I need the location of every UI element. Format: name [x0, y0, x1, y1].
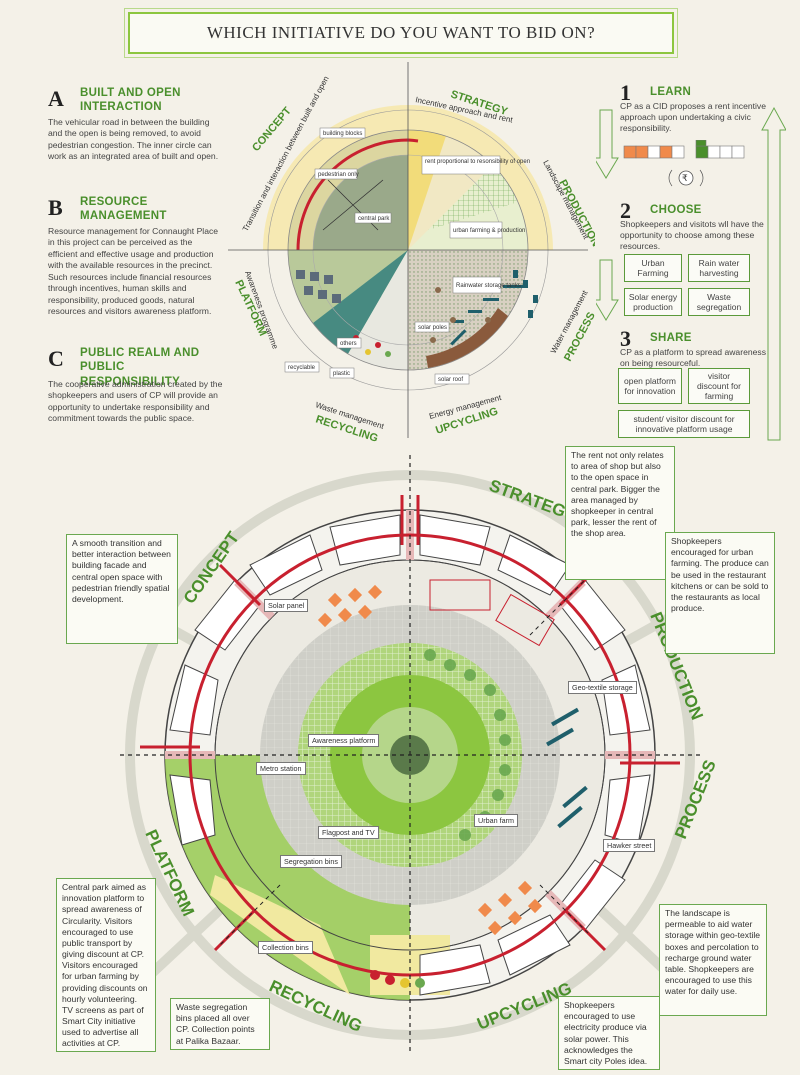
- top-circle-diagram: building blocks pedestrian only central …: [228, 62, 595, 445]
- option-student-discount[interactable]: student/ visitor discount for innovative…: [618, 410, 750, 438]
- section-body: The cooperative administration created b…: [48, 379, 223, 424]
- option-waste-segregation[interactable]: Waste segregation: [688, 288, 750, 316]
- step-heading: SHARE: [650, 332, 692, 344]
- step-body: CP as a CID proposes a rent incentive ap…: [620, 101, 767, 134]
- section-letter: B: [48, 195, 63, 220]
- site-plan-diagram: STRATEGY PRODUCTION PROCESS UPCYCLING RE…: [120, 455, 720, 1055]
- plan-label-collection-bins: Collection bins: [258, 941, 313, 954]
- option-visitor-discount[interactable]: visitor discount for farming: [688, 368, 750, 404]
- note-recycling: Waste segregation bins placed all over C…: [170, 998, 270, 1050]
- title-box: WHICH INITIATIVE DO YOU WANT TO BID ON?: [128, 12, 674, 54]
- step-number: 1: [620, 80, 631, 105]
- plan-label-awareness-platform: Awareness platform: [308, 734, 380, 747]
- plan-label-hawker-street: Hawker street: [603, 839, 656, 852]
- section-body: The vehicular road in between the buildi…: [48, 117, 219, 162]
- step-number: 2: [620, 198, 631, 223]
- big-cat-process: PROCESS: [671, 757, 720, 841]
- option-solar-energy[interactable]: Solar energy production: [624, 288, 682, 316]
- note-upcycling: Shopkeepers encouraged to use electricit…: [558, 996, 660, 1070]
- label-plastic: plastic: [333, 371, 350, 377]
- plan-label-solar-panel: Solar panel: [264, 599, 309, 612]
- note-production: Shopkeepers encouraged for urban farming…: [665, 532, 775, 654]
- label-solar-roof: solar roof: [438, 377, 463, 383]
- section-body: Resource management for Connaught Place …: [48, 226, 219, 316]
- rent-incentive-graphic: ₹: [623, 140, 745, 187]
- note-concept: A smooth transition and better interacti…: [66, 534, 178, 644]
- page-title: WHICH INITIATIVE DO YOU WANT TO BID ON?: [206, 23, 596, 42]
- label-urban-farming: urban farming & production: [453, 228, 525, 234]
- label-others: others: [340, 341, 357, 347]
- label-building-blocks: building blocks: [323, 131, 362, 137]
- step-number: 3: [620, 326, 631, 351]
- note-process: The landscape is permeable to aid water …: [659, 904, 767, 1016]
- plan-label-segregation-bins: Segregation bins: [280, 855, 342, 868]
- plan-label-metro-station: Metro station: [256, 762, 306, 775]
- plan-label-flagpost-tv: Flagpost and TV: [318, 826, 379, 839]
- note-strategy: The rent not only relates to area of sho…: [565, 446, 675, 580]
- section-letter: A: [48, 86, 64, 111]
- plan-label-geo-textile: Geo-textile storage: [568, 681, 637, 694]
- option-urban-farming[interactable]: Urban Farming: [624, 254, 682, 282]
- label-solar-poles: solar poles: [418, 325, 447, 331]
- label-recyclable: recyclable: [288, 365, 316, 371]
- note-platform: Central park aimed as innovation platfor…: [56, 878, 156, 1052]
- label-central-park: central park: [358, 216, 390, 222]
- section-letter: C: [48, 346, 64, 371]
- plan-label-urban-farm: Urban farm: [474, 814, 518, 827]
- step-heading: LEARN: [650, 86, 692, 98]
- option-open-platform[interactable]: open platform for innovation: [618, 368, 682, 404]
- step-body: CP as a platform to spread awareness on …: [620, 347, 767, 369]
- option-rain-water-harvesting[interactable]: Rain water harvesting: [688, 254, 750, 282]
- label-pedestrian-only: pedestrian only: [318, 172, 359, 178]
- rupee-icon: ₹: [682, 173, 688, 183]
- step-body: Shopkeepers and visitots wll have the op…: [620, 219, 764, 252]
- label-rent-proportional: rent proportional to resonsibility of op…: [425, 159, 530, 165]
- label-rainwater-tanks: Rainwater storage tanks: [456, 283, 521, 289]
- step-heading: CHOOSE: [650, 204, 702, 216]
- side-arrows: [596, 106, 786, 441]
